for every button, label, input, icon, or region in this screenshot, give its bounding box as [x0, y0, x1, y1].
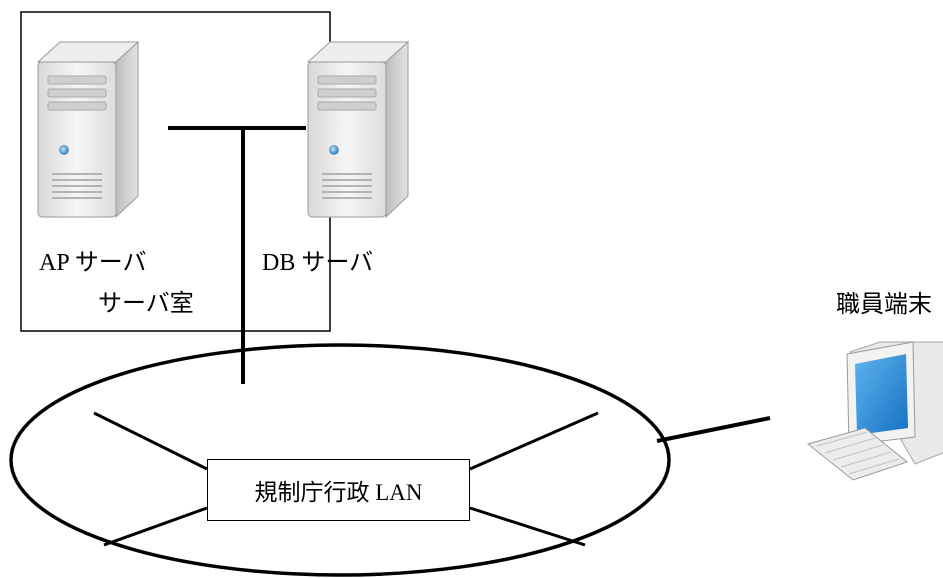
lan-spoke [93, 411, 208, 471]
lan-ellipse [9, 343, 671, 577]
ap-server-label: AP サーバ [39, 250, 147, 276]
lan-spoke [469, 411, 599, 471]
db-server-icon [307, 41, 409, 218]
terminal-icon [806, 341, 943, 481]
server-room-label: サーバ室 [98, 291, 194, 317]
lan-label: 規制庁行政 LAN [254, 480, 423, 505]
lan-spoke [469, 506, 586, 547]
lan-spoke [103, 506, 208, 547]
lan-label-box: 規制庁行政 LAN [207, 459, 470, 521]
lan-to-terminal-link [656, 416, 771, 443]
db-server-label: DB サーバ [262, 250, 374, 276]
terminal-label: 職員端末 [836, 292, 932, 318]
ap-server-icon [37, 41, 139, 218]
